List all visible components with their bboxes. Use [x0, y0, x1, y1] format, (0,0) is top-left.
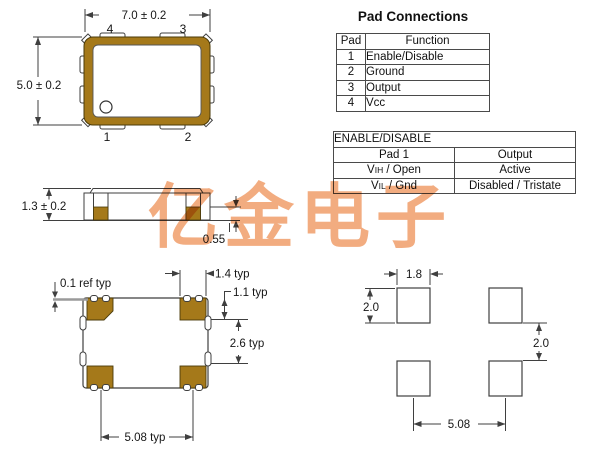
pad-connections-header-row: Pad Function — [336, 33, 490, 50]
pad-function: Vcc — [365, 95, 490, 112]
pad-number: 3 — [336, 79, 366, 96]
top-view-drawing: 7.0 ± 0.2 5.0 ± 0.2 4 3 1 2 — [17, 9, 215, 144]
output-state: Disabled / Tristate — [454, 177, 576, 194]
pad-width-dim-label: 1.4 typ — [215, 269, 250, 281]
function-column-header: Function — [365, 33, 490, 50]
table-row: 1 Enable/Disable — [336, 48, 490, 65]
pad-connections-title: Pad Connections — [357, 9, 469, 24]
side-view-drawing: 1.3 ± 0.2 0.55 — [22, 188, 241, 246]
pad-function: Output — [365, 79, 490, 96]
pad-connections-table: Pad Function 1 Enable/Disable 2 Ground 3… — [336, 33, 490, 112]
pin-number-1: 1 — [104, 130, 111, 144]
pad-height-edge-dim-label: 1.1 typ — [233, 287, 268, 299]
land-pad-width-dim-label: 1.8 — [406, 269, 422, 281]
table-row: VIL / Gnd Disabled / Tristate — [333, 177, 576, 194]
side-height-dim-label: 1.3 ± 0.2 — [22, 201, 67, 213]
land-pad-top-left — [396, 287, 431, 324]
bottom-pad-3 — [179, 365, 207, 389]
pad-width-dimension: 1.4 typ — [165, 269, 250, 296]
output-state: Active — [454, 162, 576, 179]
land-pad-height-dim-label: 2.0 — [363, 302, 379, 314]
package-cavity — [92, 44, 202, 118]
bottom-pad-4 — [86, 365, 114, 389]
enable-disable-title-row: ENABLE/DISABLE — [333, 131, 576, 148]
pad1-column-header: Pad 1 — [333, 146, 455, 163]
top-width-dim-label: 7.0 ± 0.2 — [122, 10, 167, 22]
pad-height-edge-dimension: 1.1 typ — [211, 287, 268, 320]
pin1-marker-icon — [99, 100, 113, 114]
enable-disable-table: ENABLE/DISABLE Pad 1 Output VIH / Open A… — [333, 131, 576, 194]
pad-height-dim-label: 0.55 — [203, 234, 225, 246]
land-gap-dimension: 2.0 — [523, 322, 549, 361]
pad-column-header: Pad — [336, 33, 366, 50]
land-pad-top-right — [488, 287, 523, 324]
top-view-height-dimension: 5.0 ± 0.2 — [17, 36, 82, 126]
side-pad-left — [93, 206, 109, 221]
land-pad-bottom-left — [396, 360, 431, 397]
pin-number-4: 4 — [107, 22, 114, 36]
ref-edge-dim-label: 0.1 ref typ — [60, 278, 111, 290]
bottom-view-drawing: 0.1 ref typ 1.4 typ 1.1 typ 2.6 typ 5.08… — [52, 269, 268, 444]
land-pitch-dim-label: 5.08 — [448, 419, 470, 431]
land-pattern-drawing: 1.8 2.0 2.0 5.08 — [363, 269, 549, 431]
top-view-width-dimension: 7.0 ± 0.2 — [84, 9, 211, 32]
pad-connections-section: Pad Connections Pad Function 1 Enable/Di… — [336, 8, 490, 112]
land-pad-width-dimension: 1.8 — [384, 269, 443, 285]
table-row: 2 Ground — [336, 64, 490, 81]
side-pad-right — [185, 206, 201, 221]
land-gap-dim-label: 2.0 — [533, 338, 549, 350]
land-pad-bottom-right — [488, 360, 523, 397]
pad-function: Ground — [365, 64, 490, 81]
pin-number-2: 2 — [185, 130, 192, 144]
table-row: 3 Output — [336, 79, 490, 96]
side-height-dimension: 1.3 ± 0.2 — [22, 188, 91, 221]
package-lid — [89, 188, 204, 194]
output-column-header: Output — [454, 146, 576, 163]
ref-edge-dimension: 0.1 ref typ — [52, 278, 111, 312]
table-row: 4 Vcc — [336, 95, 490, 112]
pad-number: 4 — [336, 95, 366, 112]
input-level: VIH / Open — [333, 162, 455, 179]
bottom-pitch-dimension: 5.08 typ — [100, 390, 194, 444]
pad-gap-dimension: 2.6 typ — [211, 319, 265, 364]
pad-height-dimension: 0.55 — [203, 196, 241, 246]
bottom-view-castellations — [79, 295, 212, 391]
enable-disable-section: ENABLE/DISABLE Pad 1 Output VIH / Open A… — [333, 131, 576, 194]
package-body-bottom — [82, 297, 209, 389]
pad-number: 2 — [336, 64, 366, 81]
table-row: VIH / Open Active — [333, 162, 576, 179]
pad-number: 1 — [336, 48, 366, 65]
bottom-pad-2 — [179, 297, 207, 321]
enable-disable-header-row: Pad 1 Output — [333, 146, 576, 163]
pad-function: Enable/Disable — [365, 48, 490, 65]
land-pad-height-dimension: 2.0 — [363, 288, 395, 324]
input-level: VIL / Gnd — [333, 177, 455, 194]
enable-disable-title: ENABLE/DISABLE — [333, 131, 576, 148]
top-height-dim-label: 5.0 ± 0.2 — [17, 80, 62, 92]
land-pitch-dimension: 5.08 — [413, 398, 506, 431]
pad-gap-dim-label: 2.6 typ — [230, 338, 265, 350]
bottom-pitch-dim-label: 5.08 typ — [125, 432, 166, 444]
pin-number-3: 3 — [180, 22, 187, 36]
